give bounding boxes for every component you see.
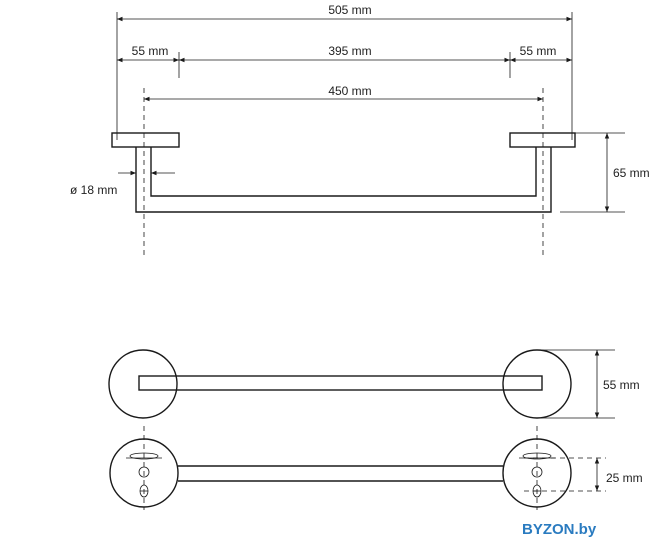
dim-right-flange: 55 mm (520, 44, 557, 58)
left-flange (111, 132, 180, 148)
bar-front (138, 375, 543, 391)
dim-bar-length: 395 mm (328, 44, 371, 58)
dim-flange-diameter: 55 mm (603, 378, 640, 392)
dim-total-width: 505 mm (328, 3, 371, 17)
dim-left-flange: 55 mm (132, 44, 169, 58)
right-flange-front (502, 349, 572, 419)
front-view: 55 mm (108, 349, 640, 419)
side-view: 505 mm 55 mm 395 mm 55 mm 450 mm 65 mm ø… (70, 3, 650, 255)
left-flange-front (108, 349, 178, 419)
dim-screw-spacing: 25 mm (606, 471, 643, 485)
dim-center-distance: 450 mm (328, 84, 371, 98)
dim-tube-diameter: ø 18 mm (70, 183, 117, 197)
screw-slot-left-icon (126, 452, 162, 498)
bar-back (178, 465, 503, 482)
right-flange (509, 132, 576, 148)
watermark-logo: BYZON.by (522, 521, 597, 538)
dim-depth: 65 mm (613, 166, 650, 180)
left-flange-back (109, 438, 179, 508)
mounting-view: 25 mm (109, 426, 643, 510)
towel-bar-profile (135, 147, 552, 213)
right-flange-back (502, 438, 572, 508)
